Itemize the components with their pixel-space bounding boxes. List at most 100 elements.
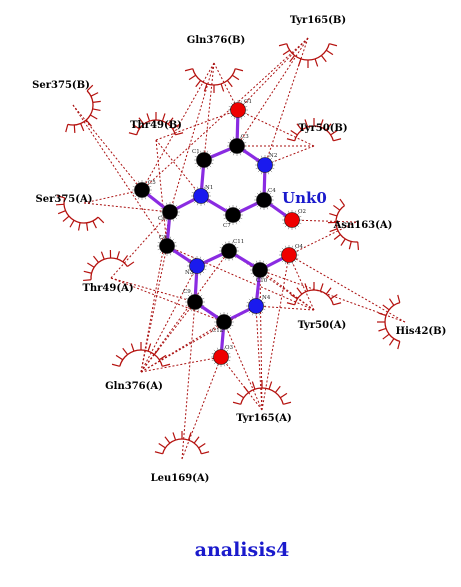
atom-label-c10: C10 [256,278,268,284]
residue-arcs [56,43,401,455]
hydrophobic-contact-lines [72,37,406,460]
contact-line-gln376b-o1 [213,62,239,111]
residue-label-thr49a: Thr49(A) [82,283,133,294]
contact-line-tyr50a-c11 [228,250,315,311]
atom-c3: C3 [227,134,249,156]
residue-labels: Tyr165(B) Gln376(B) Ser375(B) Thr49(B) Tyr50… [32,15,446,484]
atom-label-c3: C3 [241,134,249,140]
atom-o1: O1 [228,99,252,120]
residue-label-tyr165b: Tyr165(B) [290,15,346,26]
atom-label-o4: O4 [295,244,304,250]
residue-arc-tyr165a [232,380,292,405]
contact-line-tyr165a-o3 [220,356,263,411]
contact-line-gln376a-c8 [140,245,168,373]
contact-line-tyr165b-o1 [237,37,309,111]
contact-line-asn163a-o2 [291,219,357,223]
atom-label-o1: O1 [244,99,252,105]
contact-line-thr49a-c6 [110,211,171,279]
atom-label-c12: C12 [212,328,223,334]
residue-label-his42b: His42(B) [396,326,447,337]
atom-label-c9: C9 [183,289,191,295]
residue-arc-tyr50a [286,282,342,306]
atom-n3: N3 [185,256,207,276]
contact-line-tyr165a-n4 [255,305,263,411]
atom-label-n2: N2 [269,153,277,159]
atom-label-o2: O2 [298,209,306,215]
atom-c9: C9 [183,289,205,312]
contact-line-gln376b-c5 [141,62,215,191]
atom-c1: C1 [192,149,214,170]
contact-line-tyr50a-c10 [259,269,315,311]
residue-label-ser375a: Ser375(A) [36,194,93,205]
diagram-caption: analisis4 [195,539,290,561]
contact-line-gln376a-c9 [140,301,196,373]
contact-line-tyr165b-c3 [236,37,309,147]
residue-label-leu169a: Leu169(A) [151,473,210,484]
contact-line-gln376a-c11 [140,250,230,373]
contact-line-thr49a-c12 [110,277,225,323]
atom-c4: C4 [254,188,276,210]
atom-c11: C11 [219,239,244,261]
residue-label-tyr165a: Tyr165(A) [236,413,292,424]
atom-n4: N4 [246,295,271,316]
residue-label-tyr50a: Tyr50(A) [298,320,347,331]
residue-arc-ser375a [56,195,105,231]
atom-label-n3: N3 [185,270,194,276]
residue-arc-tyr165b [278,43,338,68]
atom-label-c7: C7 [223,223,231,229]
contact-line-thr49b-o1 [155,109,239,141]
residue-arc-gln376a [111,342,171,367]
atom-o3: O3 [211,345,234,367]
residue-label-asn163a: Asn163(A) [333,220,393,231]
contact-line-tyr165b-c5 [141,37,309,191]
atom-c12: C12 [212,312,234,334]
ligand-name: Unk0 [282,189,327,207]
atom-label-c6: C6 [158,216,166,222]
atom-label-o3: O3 [225,345,234,351]
atom-o4: O4 [279,244,304,265]
residue-arc-ser375b [65,84,101,133]
contact-line-ser375a-c5 [83,189,143,204]
contact-line-leu169a-o3 [181,356,222,460]
contact-line-ser375b-c8 [72,104,168,247]
residue-arc-thr49b [128,112,184,136]
contact-line-asn163a-o4 [288,221,357,256]
atom-label-c11: C11 [233,239,244,245]
contact-line-thr49a-c9 [110,277,196,303]
atom-label-c5: C5 [148,180,156,186]
atom-label-n1: N1 [205,185,213,191]
contact-line-thr49b-c8 [155,139,168,247]
contact-line-ser375b-c5 [72,104,143,191]
contact-line-leu169a-c9 [181,301,196,460]
atom-c5: C5 [132,180,156,200]
residue-label-tyr50b: Tyr50(B) [298,123,347,134]
residue-label-gln376b: Gln376(B) [187,35,245,46]
contact-line-tyr50a-c8 [166,245,315,311]
residue-label-gln376a: Gln376(A) [105,381,163,392]
residue-label-thr49b: Thr49(B) [130,120,182,131]
atom-n1: N1 [191,185,213,206]
residue-arc-asn163a [327,198,360,250]
contact-line-gln376b-c1 [203,62,215,161]
residue-arc-his42b [377,294,401,350]
atom-c8: C8 [157,235,177,256]
atom-c7: C7 [223,205,243,229]
residue-arc-gln376b [184,68,244,93]
contact-line-gln376a-o3 [140,356,222,373]
atom-label-n4: N4 [262,295,271,301]
residue-label-ser375b: Ser375(B) [32,80,90,91]
atom-label-c8: C8 [159,235,167,241]
contact-line-tyr50a-n4 [255,305,315,311]
contact-line-tyr165a-c10 [259,269,263,411]
residue-arc-thr49a [83,249,135,282]
contact-line-gln376a-c6 [140,211,171,373]
atom-c6: C6 [158,202,180,222]
atom-label-c1: C1 [192,149,200,155]
residue-arc-tyr50b [286,118,342,142]
atom-o2: O2 [282,209,306,230]
atom-c10: C10 [250,260,270,284]
atom-label-c4: C4 [268,188,276,194]
atom-n2: N2 [255,153,277,175]
